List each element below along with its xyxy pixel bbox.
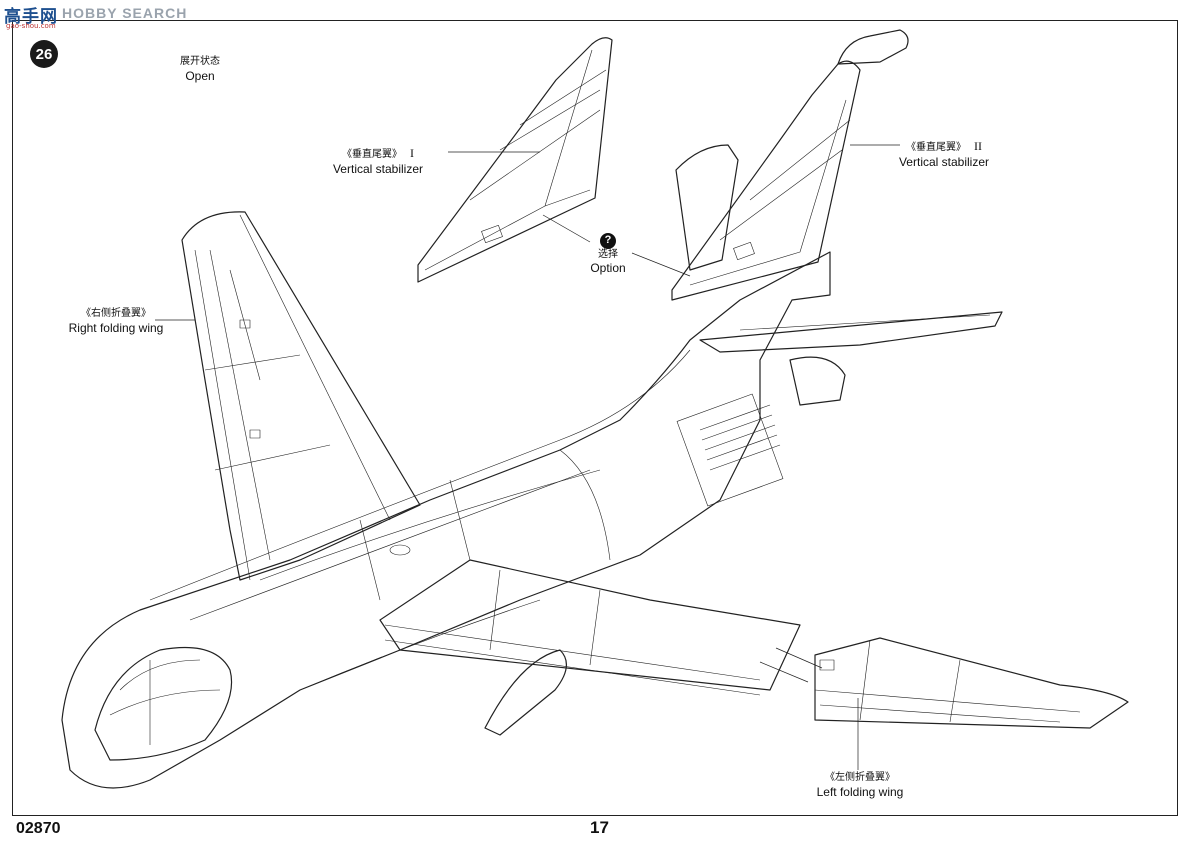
left-wing-en: Left folding wing: [816, 784, 904, 799]
stabilizer-2-cn: 《垂直尾翼》: [906, 142, 966, 153]
leader-lines: [155, 144, 900, 770]
vertical-stabilizer-1-drawing: [417, 37, 613, 283]
open-label-cn: 展开状态: [180, 56, 220, 67]
watermark-en: HOBBY SEARCH: [62, 5, 188, 21]
step-number-badge: 26: [30, 40, 58, 68]
vertical-stabilizer-2-label: 《垂直尾翼》 II Vertical stabilizer: [884, 139, 1004, 170]
vertical-stabilizer-1-label: 《垂直尾翼》 I Vertical stabilizer: [318, 146, 438, 177]
stabilizer-1-cn-line: 《垂直尾翼》 I: [318, 146, 438, 162]
right-folding-wing-label: 《右侧折叠翼》 Right folding wing: [56, 308, 176, 336]
vertical-stabilizer-2-drawing: [671, 29, 909, 301]
right-wing-cn: 《右侧折叠翼》: [81, 308, 151, 319]
product-code: 02870: [16, 820, 61, 837]
stabilizer-2-roman: II: [974, 139, 982, 153]
left-folding-wing-label: 《左侧折叠翼》 Left folding wing: [800, 772, 920, 800]
option-cn: 选择: [598, 248, 618, 260]
open-label-en: Open: [185, 68, 215, 83]
stabilizer-1-en: Vertical stabilizer: [332, 161, 424, 176]
question-mark-icon: ?: [600, 232, 616, 249]
stabilizer-1-roman: I: [410, 146, 414, 160]
watermark-url: gao-shou.com: [6, 22, 56, 30]
left-inner-wing-drawing: [379, 559, 801, 736]
option-label: ? 选择 Option: [578, 228, 638, 276]
page-frame: [12, 20, 1178, 816]
stabilizer-1-cn: 《垂直尾翼》: [342, 149, 402, 160]
left-wing-cn: 《左侧折叠翼》: [825, 772, 895, 783]
option-en: Option: [590, 261, 626, 276]
tail-section-drawing: [675, 144, 1003, 507]
fuselage-drawing: [61, 251, 831, 789]
open-state-label: 展开状态 Open: [160, 56, 240, 84]
right-folding-wing-drawing: [181, 211, 421, 581]
stabilizer-2-en: Vertical stabilizer: [898, 154, 990, 169]
page-number: 17: [590, 818, 609, 837]
stabilizer-2-cn-line: 《垂直尾翼》 II: [884, 139, 1004, 155]
watermark-logo: 高手网 HOBBY SEARCH: [4, 2, 187, 27]
watermark-cn: 高手网: [4, 7, 58, 27]
left-folding-wing-drawing: [814, 637, 1129, 729]
right-wing-en: Right folding wing: [68, 320, 164, 335]
